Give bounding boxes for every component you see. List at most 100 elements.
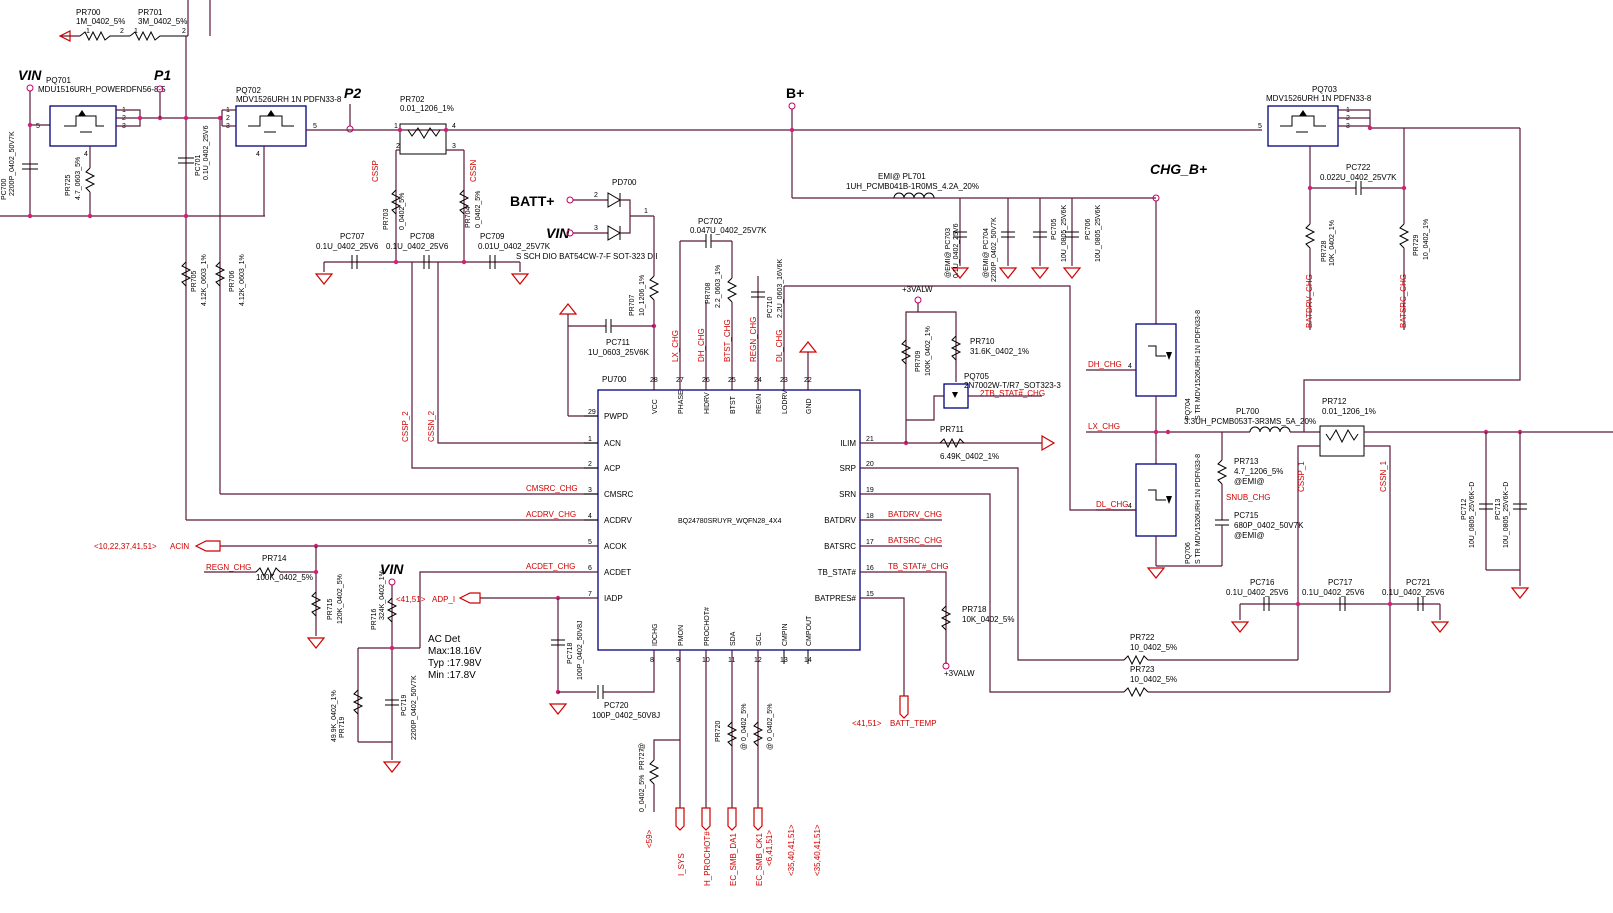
ic-pin-name: REGN (756, 394, 763, 414)
svg-text:2: 2 (120, 28, 124, 35)
pc711-capacitor: PC711 1U_0603_25V6K (568, 319, 654, 357)
ic-pin-name: SDA (730, 631, 737, 646)
pr702-ref: PR702 (400, 95, 425, 104)
pl700-ref: PL700 (1236, 407, 1260, 416)
pc720-capacitor: PC720 100P_0402_50V8J (592, 685, 660, 720)
pc702-ref: PC702 (698, 217, 723, 226)
pc706-capacitor: PC706 10U_0805_25V6K (1062, 198, 1102, 279)
ic-pin-number: 23 (780, 377, 788, 384)
ic-pin-number: 25 (728, 377, 736, 384)
pc705-value: 10U_0805_25V6K (1061, 204, 1068, 262)
svg-text:4: 4 (1128, 503, 1132, 510)
ref-35-40-b: <35,40,41,51> (813, 824, 822, 876)
ic-pin-name: HIDRV (704, 392, 711, 414)
pc719-capacitor: PC719 2200P_0402_50V7K (385, 675, 418, 740)
ic-pin-name: PHASE (678, 390, 685, 414)
pq701-ref: PQ701 (46, 76, 71, 85)
pr704-resistor: PR704 0_0402_5% (458, 189, 482, 228)
batdrv-chg-label: BATDRV_CHG (888, 510, 942, 519)
pq704-ref: PQ704 (1185, 398, 1192, 420)
ic-pin-name: PROCHOT# (704, 607, 711, 646)
pc701-capacitor: PC701 0.1U_0402_25V6 (178, 125, 210, 180)
pr729-ref: PR729 (1413, 234, 1420, 256)
pc707-value: 0.1U_0402_25V6 (316, 242, 379, 251)
pl700-inductor: PL700 3.3UH_PCMB053T-3R3MS_5A_20% (1184, 407, 1316, 433)
ic-pin-number: 5 (588, 539, 592, 546)
ic-pin-name: TB_STAT# (818, 568, 857, 577)
pr704-value: 0_0402_5% (475, 191, 482, 228)
pc700-ref: PC700 (1, 178, 8, 200)
pq705-ref: PQ705 (964, 372, 989, 381)
pc717-capacitor: PC717 0.1U_0402_25V6 (1302, 578, 1365, 611)
ic-pin-name: ACP (604, 464, 620, 473)
pd700-value: S SCH DIO BAT54CW-7-F SOT-323 DII (516, 252, 658, 261)
pc715-capacitor: PC715 680P_0402_50V7K @EMI@ (1215, 511, 1304, 540)
acdrv-chg-label: ACDRV_CHG (526, 510, 576, 519)
pc703-capacitor: @EMI@ PC703 0.1U_0402_25V6 (945, 198, 970, 279)
pr723-resistor: PR723 10_0402_5% (1123, 665, 1390, 698)
pr709-ref: PR709 (915, 350, 922, 372)
pq705-value: 2N7002W-T/R7_SOT323-3 (964, 381, 1061, 390)
pr728-ref: PR728 (1321, 240, 1328, 262)
batsrc-chg2-label: BATSRC_CHG (1399, 274, 1408, 328)
ic-pin-number: 3 (588, 487, 592, 494)
btst-chg-label: BTST_CHG (723, 319, 732, 362)
ac-det-typ: Typ :17.98V (428, 658, 482, 669)
pq703-mosfet: PQ703 MDV1526URH 1N PDFN33-8 5 123 (1258, 85, 1372, 147)
ec-smb-ck1-label: EC_SMB_CK1 (755, 833, 764, 886)
pc708-ref: PC708 (410, 232, 435, 241)
ic-pin-number: 18 (866, 513, 874, 520)
pc716-ref: PC716 (1250, 578, 1275, 587)
pr710-value: 31.6K_0402_1% (970, 347, 1029, 356)
pc715-value: 680P_0402_50V7K (1234, 521, 1304, 530)
pc718-capacitor: PC718 100P_0402_50V8J (551, 620, 584, 680)
pc703-value: 0.1U_0402_25V6 (953, 223, 960, 278)
pc720-value: 100P_0402_50V8J (592, 711, 660, 720)
cssp-label: CSSP (371, 160, 380, 182)
cmsrc-chg-label: CMSRC_CHG (526, 484, 578, 493)
pr707-ref: PR707 (629, 294, 636, 316)
pc703-ref: @EMI@ PC703 (945, 228, 952, 278)
pc721-capacitor: PC721 0.1U_0402_25V6 (1382, 578, 1445, 611)
ic-pin-number: 29 (588, 409, 596, 416)
pc707-ref: PC707 (340, 232, 365, 241)
adp-ref: <41,51> (396, 595, 426, 604)
pr705-value: 4.12K_0603_1% (201, 254, 208, 306)
pc709-value: 0.01U_0402_25V7K (478, 242, 551, 251)
ic-pin-number: 19 (866, 487, 874, 494)
pc705-ref: PC705 (1051, 218, 1058, 240)
pc702-capacitor: PC702 0.047U_0402_25V7K (680, 217, 767, 248)
svg-text:4: 4 (452, 123, 456, 130)
pc701-value: 0.1U_0402_25V6 (203, 125, 210, 180)
pc716-capacitor: PC716 0.1U_0402_25V6 (1226, 578, 1289, 611)
pr715-value: 120K_0402_5% (337, 574, 344, 624)
batt-temp-label: BATT_TEMP (890, 719, 937, 728)
pq701-mosfet: PQ701 MDU1516URH_POWERDFN56-8-5 5 123 4 (36, 76, 166, 158)
ic-pin-number: 20 (866, 461, 874, 468)
svg-text:1: 1 (644, 208, 648, 215)
pr719-value: 49.9K_0402_1% (331, 690, 338, 742)
pr708-resistor: PR708 2.2_0603_1% (705, 265, 738, 308)
pc709-capacitor: PC709 0.01U_0402_25V7K (478, 232, 551, 269)
pr707-value: 10_1206_1% (639, 275, 646, 316)
ac-det-max: Max:18.16V (428, 646, 482, 657)
pr707-resistor: PR707 10_1206_1% (629, 275, 660, 316)
pr727-ref: PR727 (639, 748, 646, 770)
pr719-ref: PR719 (339, 716, 346, 738)
pc701-ref: PC701 (195, 154, 202, 176)
v3valw-top-label: +3VALW (902, 285, 933, 294)
ic-pin-name: PMON (678, 625, 685, 646)
pl701-inductor: EMI@ PL701 1UH_PCMB041B-1R0MS_4.2A_20% (846, 172, 979, 199)
pr722-value: 10_0402_5% (1130, 643, 1177, 652)
pd700-ref: PD700 (612, 178, 637, 187)
pl700-value: 3.3UH_PCMB053T-3R3MS_5A_20% (1184, 417, 1316, 426)
h-prochot-label: H_PROCHOT# (703, 831, 712, 886)
pr723-ref: PR723 (1130, 665, 1155, 674)
ic-pin-name: SCL (756, 632, 763, 646)
pr700-value: 1M_0402_5% (76, 17, 125, 26)
batsrc-chg-label: BATSRC_CHG (888, 536, 942, 545)
pl701-ref: EMI@ PL701 (878, 172, 926, 181)
ic-pin-name: BTST (730, 395, 737, 414)
pr728-value: 10K_0402_1% (1329, 220, 1336, 266)
ic-pin-number: 22 (804, 377, 812, 384)
